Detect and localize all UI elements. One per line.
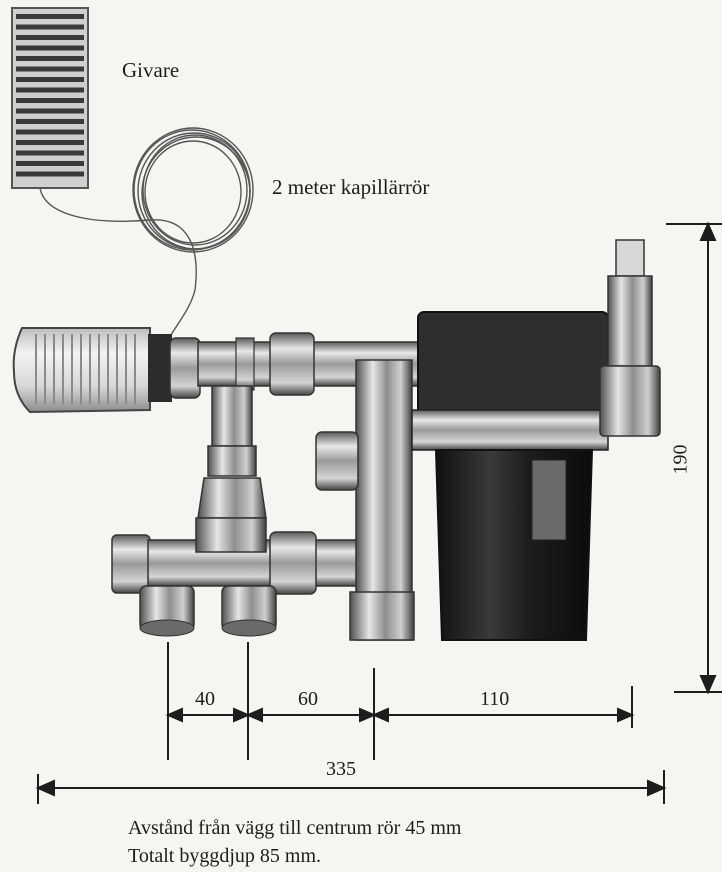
sensor-fin bbox=[16, 98, 84, 103]
footer-depth-note: Totalt byggdjup 85 mm. bbox=[128, 845, 322, 867]
sensor-fin bbox=[16, 140, 84, 145]
sensor-element bbox=[11, 7, 89, 189]
sensor-fin bbox=[16, 24, 84, 30]
sensor-fin bbox=[16, 129, 84, 135]
thermostat-knob bbox=[12, 327, 201, 414]
sensor-fin bbox=[16, 66, 84, 72]
left-riser bbox=[197, 385, 267, 519]
sensor-fin bbox=[16, 161, 84, 166]
sensor-fin bbox=[16, 77, 84, 82]
sensor-label: Givare bbox=[122, 58, 180, 82]
capillary-label: 2 meter kapillärrör bbox=[272, 175, 430, 199]
dimension-335: 335 bbox=[326, 758, 356, 780]
sensor-fin bbox=[16, 45, 84, 51]
sensor-fin bbox=[16, 87, 84, 93]
capillary-tube bbox=[39, 127, 254, 341]
sensor-fin bbox=[16, 14, 84, 19]
sensor-fin bbox=[16, 56, 84, 61]
dimension-110: 110 bbox=[480, 688, 510, 710]
circulation-pump bbox=[411, 311, 609, 641]
manifold-column bbox=[315, 359, 415, 641]
footer-distance-note: Avstånd från vägg till centrum rör 45 mm bbox=[128, 817, 462, 839]
sensor-fin bbox=[16, 108, 84, 114]
sensor-fin bbox=[16, 119, 84, 124]
bottom-outlets bbox=[139, 585, 277, 637]
bottom-valve-body bbox=[111, 517, 379, 595]
sensor-fin bbox=[16, 171, 84, 177]
dimension-40: 40 bbox=[195, 688, 215, 710]
dimension-60: 60 bbox=[298, 688, 318, 710]
sensor-fin bbox=[16, 150, 84, 156]
air-vent-valve bbox=[599, 239, 661, 437]
sensor-fin bbox=[16, 35, 84, 40]
dimension-lines bbox=[35, 221, 722, 804]
dimension-190: 190 bbox=[669, 444, 692, 475]
